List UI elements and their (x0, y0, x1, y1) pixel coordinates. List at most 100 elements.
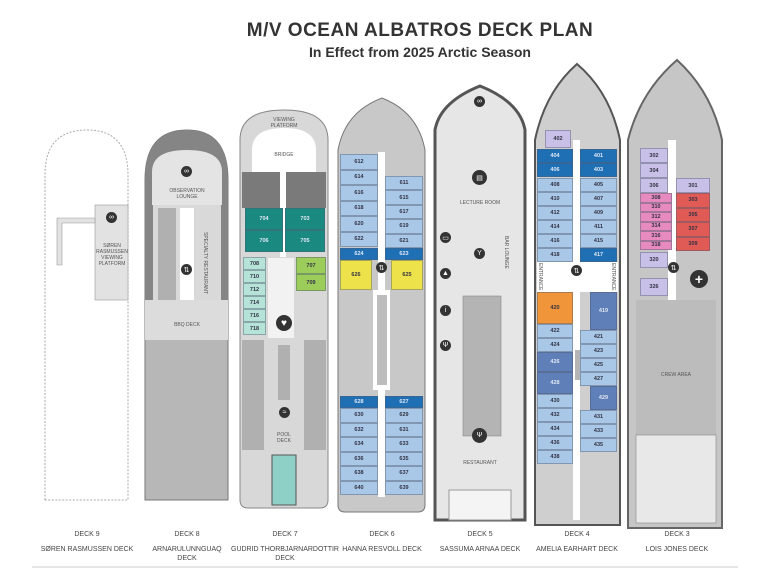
cabin-417[interactable]: 417 (580, 248, 617, 262)
cabin-318[interactable]: 318 (640, 240, 672, 250)
cabin-640[interactable]: 640 (340, 480, 378, 495)
cabin-307[interactable]: 307 (676, 222, 710, 237)
cabin-628[interactable]: 628 (340, 396, 378, 408)
cabin-635[interactable]: 635 (385, 451, 423, 466)
cabin-435[interactable]: 435 (580, 438, 617, 452)
cabin-303[interactable]: 303 (676, 193, 710, 208)
cabin-418[interactable]: 418 (537, 248, 573, 262)
cabin-625[interactable]: 625 (391, 260, 423, 290)
cabin-427[interactable]: 427 (580, 372, 617, 386)
cabin-704[interactable]: 704 (245, 208, 283, 230)
cabin-429[interactable]: 429 (590, 386, 617, 410)
cabin-404[interactable]: 404 (537, 149, 573, 163)
cabin-632[interactable]: 632 (340, 422, 378, 437)
cabin-620[interactable]: 620 (340, 216, 378, 232)
cabin-615[interactable]: 615 (385, 190, 423, 205)
cabin-407[interactable]: 407 (580, 192, 617, 206)
cabin-621[interactable]: 621 (385, 233, 423, 248)
cabin-301[interactable]: 301 (676, 178, 710, 193)
cabin-405[interactable]: 405 (580, 178, 617, 192)
cabin-438[interactable]: 438 (537, 450, 573, 464)
cabin-710[interactable]: 710 (243, 270, 266, 283)
cabin-430[interactable]: 430 (537, 394, 573, 408)
cabin-305[interactable]: 305 (676, 207, 710, 222)
deck8-label: DECK 8 (174, 531, 200, 538)
cabin-627[interactable]: 627 (385, 396, 423, 408)
cabin-637[interactable]: 637 (385, 466, 423, 481)
cabin-320[interactable]: 320 (640, 252, 668, 268)
cabin-712[interactable]: 712 (243, 283, 266, 296)
cabin-626[interactable]: 626 (340, 260, 372, 290)
cabin-419[interactable]: 419 (590, 292, 617, 330)
cabin-631[interactable]: 631 (385, 422, 423, 437)
cabin-432[interactable]: 432 (537, 408, 573, 422)
cabin-421[interactable]: 421 (580, 330, 617, 344)
cabin-402[interactable]: 402 (545, 130, 571, 148)
cabin-410[interactable]: 410 (537, 192, 573, 206)
cabin-709[interactable]: 709 (296, 274, 326, 291)
cabin-424[interactable]: 424 (537, 338, 573, 352)
cabin-706[interactable]: 706 (245, 230, 283, 252)
cabin-434[interactable]: 434 (537, 422, 573, 436)
cabin-431[interactable]: 431 (580, 410, 617, 424)
cabin-707[interactable]: 707 (296, 257, 326, 274)
cabin-636[interactable]: 636 (340, 451, 378, 466)
cabin-326[interactable]: 326 (640, 278, 668, 296)
cabin-629[interactable]: 629 (385, 408, 423, 423)
cabin-618[interactable]: 618 (340, 200, 378, 216)
cabin-630[interactable]: 630 (340, 408, 378, 423)
cabin-302[interactable]: 302 (640, 148, 668, 163)
cabin-312[interactable]: 312 (640, 212, 672, 222)
cabin-411[interactable]: 411 (580, 220, 617, 234)
cabin-406[interactable]: 406 (537, 163, 573, 177)
cabin-716[interactable]: 716 (243, 309, 266, 322)
cabin-436[interactable]: 436 (537, 436, 573, 450)
cabin-617[interactable]: 617 (385, 204, 423, 220)
cabin-314[interactable]: 314 (640, 221, 672, 231)
cabin-433[interactable]: 433 (580, 424, 617, 438)
cabin-304[interactable]: 304 (640, 163, 668, 178)
cabin-623[interactable]: 623 (385, 248, 423, 260)
cabin-634[interactable]: 634 (340, 437, 378, 452)
cabin-403[interactable]: 403 (580, 163, 617, 177)
cabin-408[interactable]: 408 (537, 178, 573, 192)
cabin-619[interactable]: 619 (385, 219, 423, 234)
cabin-308[interactable]: 308 (640, 193, 672, 203)
cabin-705[interactable]: 705 (285, 230, 325, 252)
cabin-638[interactable]: 638 (340, 466, 378, 481)
cabin-416[interactable]: 416 (537, 234, 573, 248)
cabin-409[interactable]: 409 (580, 206, 617, 220)
cabin-426[interactable]: 426 (537, 352, 573, 372)
cabin-310[interactable]: 310 (640, 202, 672, 212)
cabin-412[interactable]: 412 (537, 206, 573, 220)
cabin-415[interactable]: 415 (580, 234, 617, 248)
cabin-718[interactable]: 718 (243, 322, 266, 335)
cabin-639[interactable]: 639 (385, 480, 423, 495)
cabin-633[interactable]: 633 (385, 437, 423, 452)
cabin-703[interactable]: 703 (285, 208, 325, 230)
cabin-423[interactable]: 423 (580, 344, 617, 358)
cabin-401[interactable]: 401 (580, 149, 617, 163)
deck4-label: DECK 4 (564, 531, 590, 538)
cabin-614[interactable]: 614 (340, 169, 378, 185)
cabin-708[interactable]: 708 (243, 257, 266, 270)
cabin-306[interactable]: 306 (640, 178, 668, 193)
cabin-624[interactable]: 624 (340, 248, 378, 260)
cabin-714[interactable]: 714 (243, 296, 266, 309)
cabin-428[interactable]: 428 (537, 372, 573, 394)
cabin-422[interactable]: 422 (537, 324, 573, 338)
deck8-name: ARNARULUNNGUAQ DECK (152, 546, 222, 562)
cabin-622[interactable]: 622 (340, 231, 378, 247)
room-viewing-platform-deck9: SØREN RASMUSSEN VIEWING PLATFORM (96, 243, 128, 267)
cabin-316[interactable]: 316 (640, 231, 672, 241)
cabin-414[interactable]: 414 (537, 220, 573, 234)
cabin-309[interactable]: 309 (676, 236, 710, 251)
room-entrance-port: ENTRANCE (537, 263, 543, 291)
cabin-611[interactable]: 611 (385, 176, 423, 191)
elevator-icon: ⇅ (668, 262, 679, 273)
cabin-425[interactable]: 425 (580, 358, 617, 372)
pool-icon: ≈ (279, 407, 290, 418)
cabin-612[interactable]: 612 (340, 154, 378, 170)
cabin-420[interactable]: 420 (537, 292, 573, 324)
cabin-616[interactable]: 616 (340, 185, 378, 201)
